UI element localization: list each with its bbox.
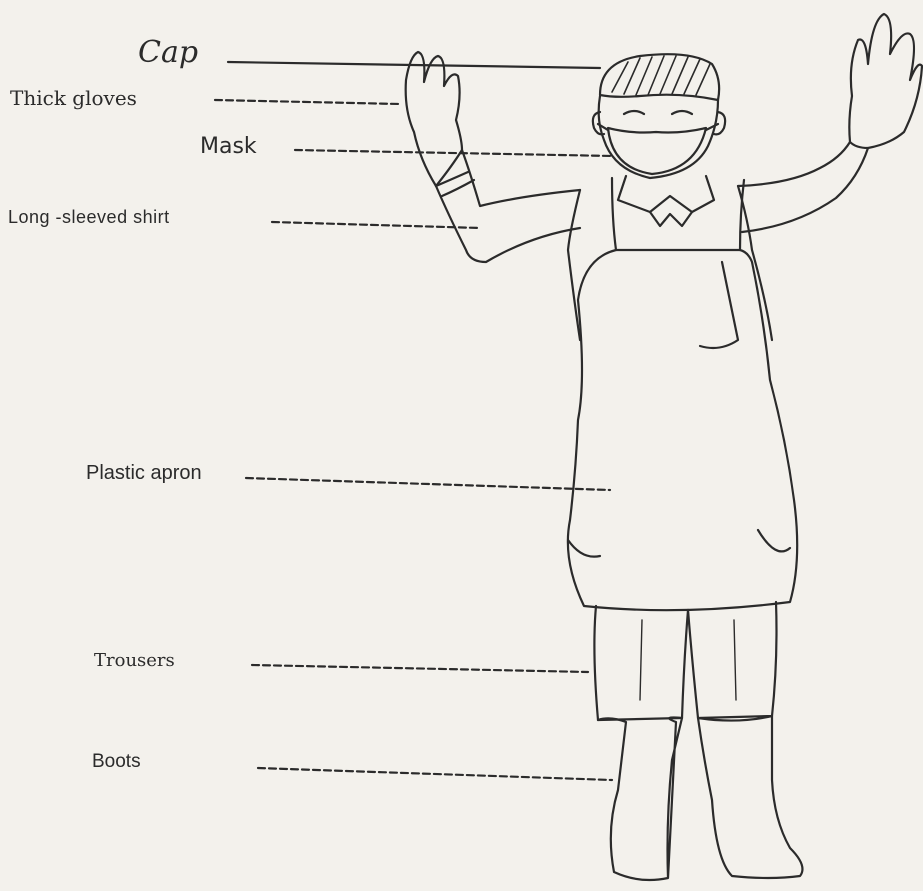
mask-strap-right — [706, 124, 718, 130]
label-trousers: Trousers — [94, 652, 175, 670]
apron-body — [568, 250, 797, 610]
trousers-crease — [640, 620, 736, 700]
leader-line-gloves — [215, 100, 400, 104]
apron-pocket-fold — [700, 262, 738, 348]
collar-tie — [650, 212, 692, 226]
label-mask: Mask — [200, 136, 257, 158]
boot-right — [698, 716, 802, 878]
eye-left — [624, 111, 644, 114]
boot-left — [598, 718, 682, 881]
eye-right — [672, 111, 692, 114]
label-boots: Boots — [92, 752, 141, 771]
label-long-sleeved-shirt: Long -sleeved shirt — [8, 208, 170, 226]
apron-hem-left — [568, 540, 600, 557]
leader-line-shirt — [272, 222, 480, 228]
label-thick-gloves: Thick gloves — [10, 88, 137, 108]
left-glove — [406, 52, 462, 186]
trousers-right — [688, 602, 777, 718]
leader-line-cap — [228, 62, 600, 68]
apron-bib — [612, 178, 744, 250]
right-glove — [849, 14, 922, 148]
left-cuff — [436, 172, 474, 196]
leader-line-apron — [246, 478, 610, 490]
apron-hem-right — [758, 530, 790, 551]
left-arm — [436, 150, 580, 262]
shirt-left-side — [568, 190, 580, 340]
label-cap: Cap — [138, 38, 198, 68]
leader-line-mask — [295, 150, 612, 156]
head-outline — [599, 96, 718, 178]
cap-hatching — [612, 56, 710, 95]
label-plastic-apron: Plastic apron — [86, 463, 202, 483]
collar — [618, 176, 714, 212]
leader-line-trousers — [252, 665, 588, 672]
shirt-right-side — [738, 186, 772, 340]
leader-line-boots — [258, 768, 612, 780]
right-arm — [738, 142, 868, 232]
